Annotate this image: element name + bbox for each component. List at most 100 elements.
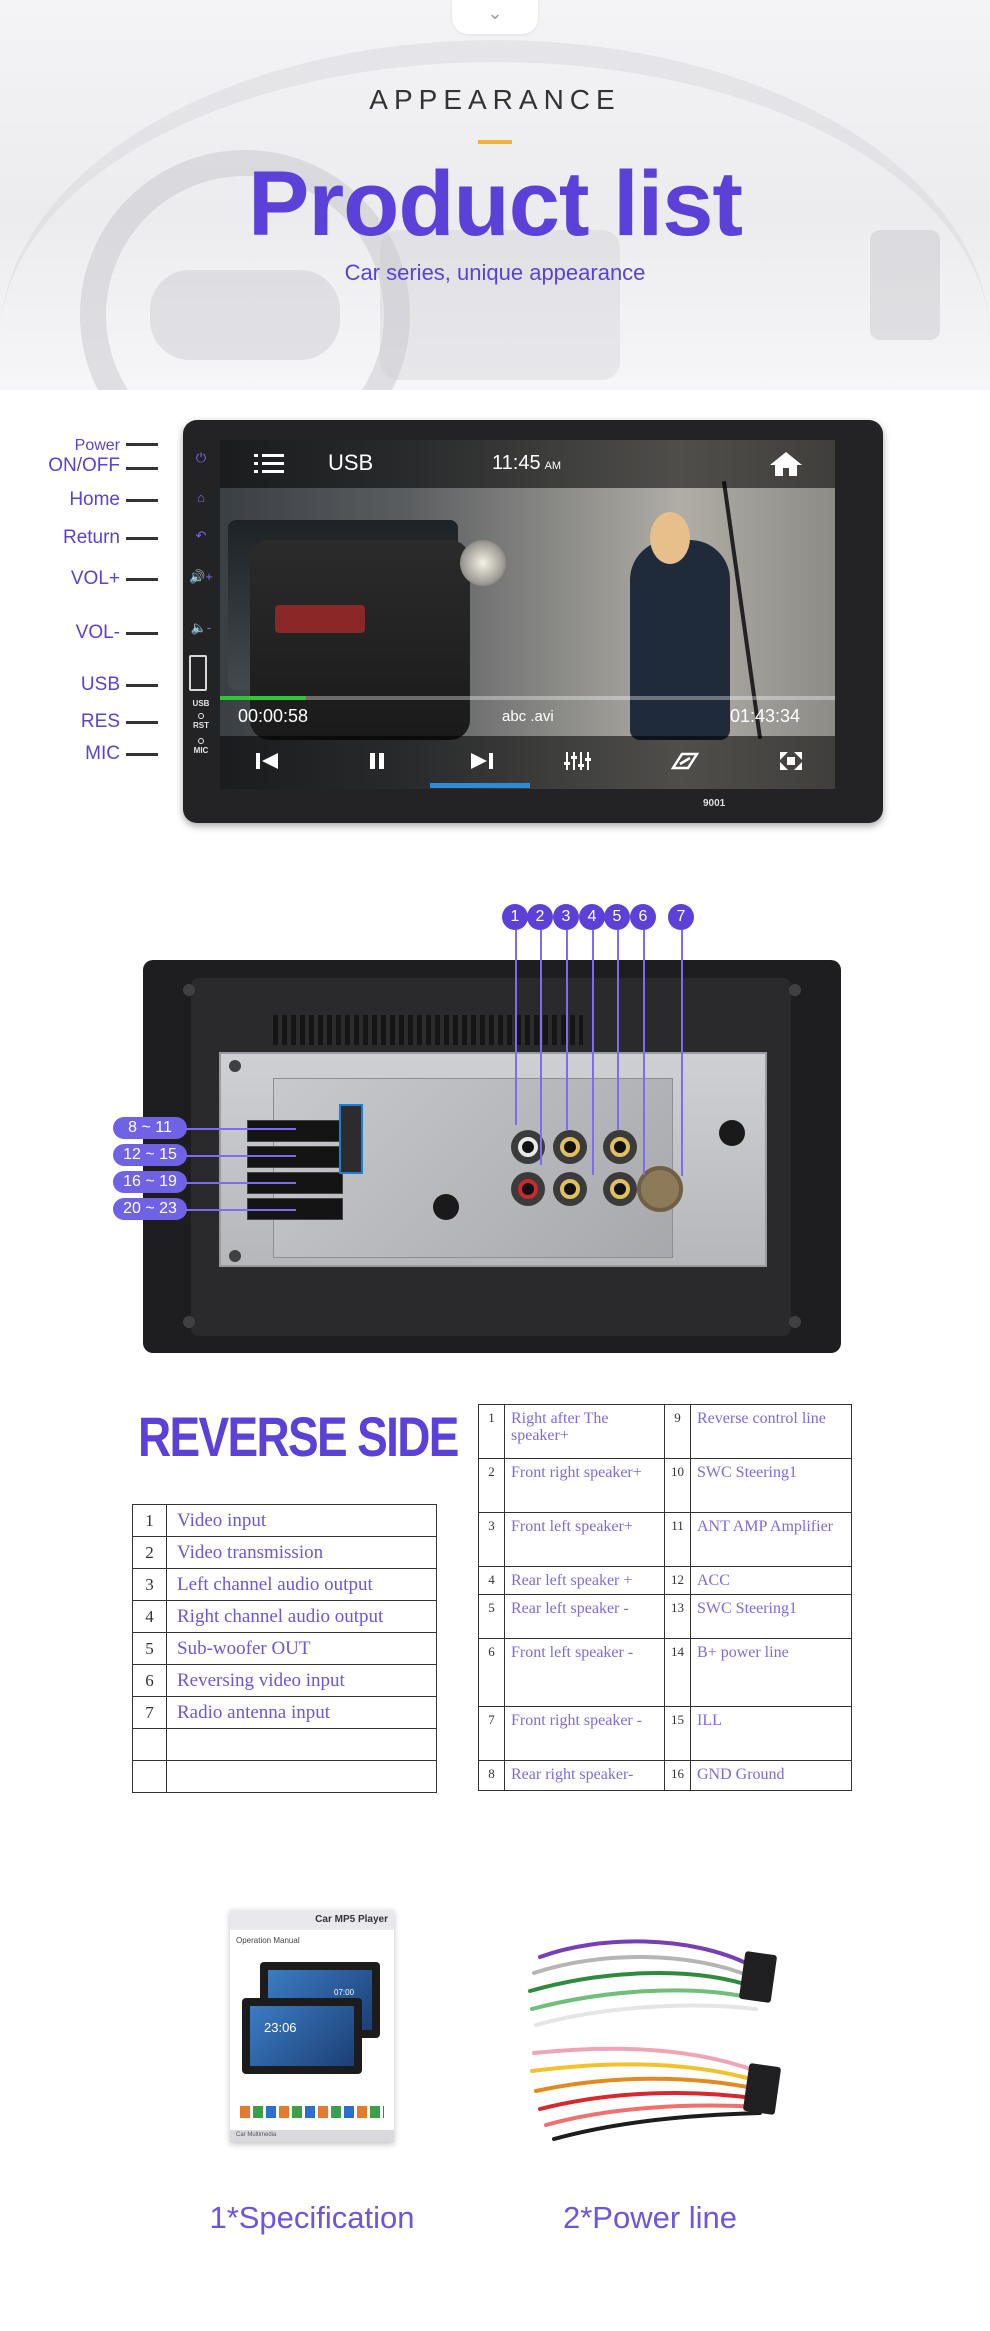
manual-app-icons [240, 2106, 384, 2118]
pin-function: SWC Steering1 [690, 1458, 852, 1513]
pin-number-badge: 4 [579, 904, 605, 930]
chevron-down-icon: ⌄ [487, 3, 503, 23]
pin-number-badge: 6 [630, 904, 656, 930]
pin-function: Front left speaker - [504, 1638, 665, 1707]
pin-number: 5 [478, 1594, 505, 1639]
next-icon[interactable] [465, 746, 499, 776]
pin-function: GND Ground [690, 1760, 852, 1791]
menu-list-icon[interactable] [254, 454, 284, 474]
harness-connector [247, 1146, 343, 1168]
pause-icon[interactable] [360, 746, 394, 776]
row-number: 3 [132, 1568, 167, 1601]
accessory-label-specification: 1*Specification [209, 2200, 415, 2235]
pin-function: Right after The speaker+ [504, 1404, 665, 1459]
manual-clock-b: 07:00 [334, 1988, 355, 1997]
pin-number: 7 [478, 1706, 505, 1761]
mic-icon [198, 738, 204, 744]
reverse-side-title: REVERSE SIDE [138, 1405, 459, 1468]
pin-number: 14 [664, 1638, 691, 1707]
row-number: 5 [132, 1632, 167, 1665]
hero-background [0, 0, 990, 390]
button-label-vol-down: VOL- [75, 622, 120, 643]
callout-line [126, 632, 158, 635]
reset-icon[interactable] [198, 713, 204, 719]
callout-line [126, 578, 158, 581]
rca-jack-yellow [553, 1172, 587, 1206]
pin-function: ACC [690, 1566, 852, 1595]
home-icon[interactable]: ⌂ [197, 490, 205, 505]
manual-device-screen: 23:06 [250, 2006, 354, 2066]
button-label-return: Return [62, 527, 120, 548]
home-screen-icon[interactable] [768, 450, 804, 478]
rca-jack-yellow [603, 1130, 637, 1164]
pin-number-badge: 5 [604, 904, 630, 930]
manual-footer: Car Multimedia [230, 2130, 394, 2142]
return-icon[interactable]: ↶ [195, 528, 207, 543]
usb-port-icon[interactable] [189, 655, 207, 691]
pin-number: 3 [478, 1512, 505, 1567]
pin-line [617, 930, 619, 1130]
usb-port-label: USB [192, 699, 210, 708]
cooling-vents [273, 1015, 583, 1045]
row-number: 4 [132, 1600, 167, 1633]
accessory-label-power-line: 2*Power line [562, 2200, 738, 2235]
pin-line [681, 930, 683, 1176]
pin-number: 15 [664, 1706, 691, 1761]
scroll-tab[interactable]: ⌄ [452, 0, 538, 34]
dashboard-console [380, 230, 620, 380]
volume-down-icon[interactable]: 🔈- [190, 620, 212, 635]
harness-range-badge: 8 ~ 11 [113, 1117, 187, 1139]
file-name: abc .avi [502, 708, 554, 725]
row-value: Reversing video input [166, 1664, 437, 1697]
pin-number: 1 [478, 1404, 505, 1459]
mount-hole [433, 1194, 459, 1220]
pin-function: Reverse control line [690, 1404, 852, 1459]
manual-title: Car MP5 Player [315, 1914, 388, 1925]
pin-number: 16 [664, 1760, 691, 1791]
screw [789, 984, 801, 996]
pin-function: Front right speaker - [504, 1706, 665, 1761]
button-label-mic: MIC [85, 743, 120, 764]
fullscreen-icon[interactable] [774, 746, 808, 776]
pin-number-badge: 1 [502, 904, 528, 930]
equalizer-icon[interactable] [560, 746, 594, 776]
screw [183, 1316, 195, 1328]
power-icon[interactable]: ⏻ [195, 450, 207, 465]
callout-line [126, 684, 158, 687]
pin-line [643, 930, 645, 1175]
row-value: Left channel audio output [166, 1568, 437, 1601]
previous-icon[interactable] [250, 746, 284, 776]
volume-up-icon[interactable]: 🔊+ [189, 569, 213, 584]
pin-function: ANT AMP Amplifier [690, 1512, 852, 1567]
progress-bar[interactable] [220, 696, 835, 700]
callout-line [126, 499, 158, 502]
row-value: Video input [166, 1504, 437, 1537]
callout-line [126, 721, 158, 724]
screen-bg-stripe [275, 605, 365, 633]
rca-jack-yellow [553, 1130, 587, 1164]
pin-number-badge: 7 [668, 904, 694, 930]
manual-clock-a: 23:06 [264, 2020, 297, 2035]
pin-function: Rear left speaker + [504, 1566, 665, 1595]
pin-number-badge: 3 [553, 904, 579, 930]
harness-line [186, 1155, 296, 1157]
button-label-usb: USB [80, 674, 120, 695]
pin-number-badge: 2 [527, 904, 553, 930]
pin-function: Front right speaker+ [504, 1458, 665, 1513]
pin-number: 11 [664, 1512, 691, 1567]
screen-bg-locomotive [250, 540, 470, 740]
reset-label: RST [193, 721, 209, 730]
clock-time: 11:45 [492, 452, 541, 474]
av-mode-icon[interactable] [668, 746, 702, 776]
row-value: Right channel audio output [166, 1600, 437, 1633]
